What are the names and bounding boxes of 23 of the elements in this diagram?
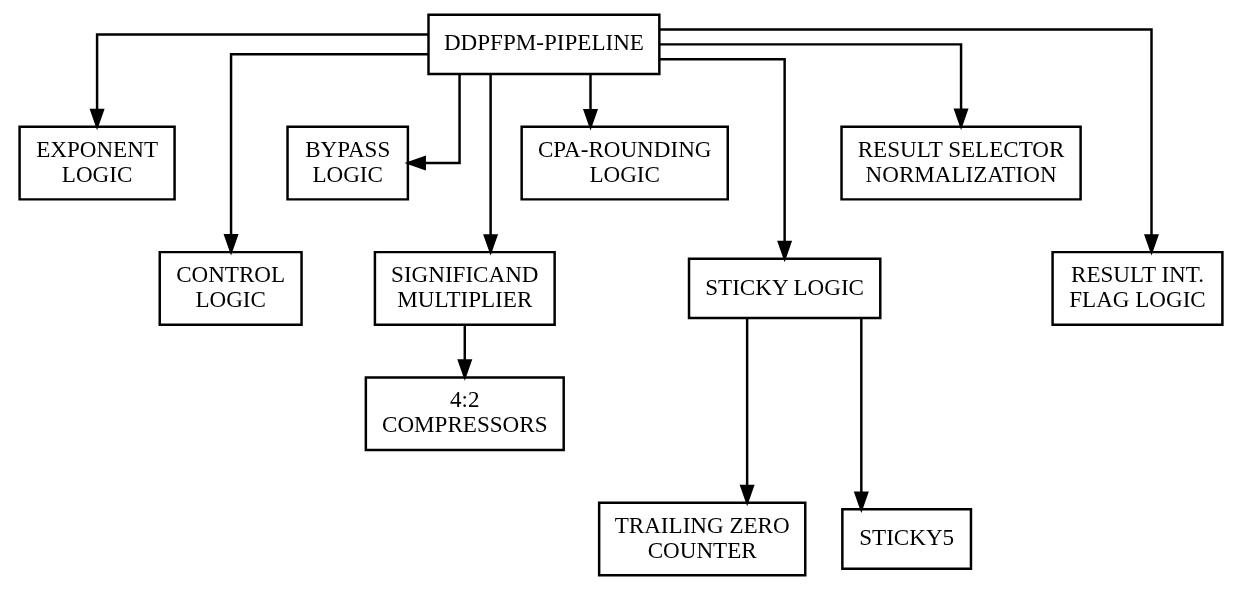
node-box: 4:2 COMPRESSORS (364, 376, 565, 452)
arrow (739, 318, 755, 507)
node-box: RESULT SELECTOR NORMALIZATION (839, 125, 1082, 201)
node-box: STICKY LOGIC (687, 257, 881, 320)
node-box: CONTROL LOGIC (158, 250, 303, 326)
arrow (853, 318, 869, 514)
arrow (223, 53, 428, 256)
node-box: RESULT INT. FLAG LOGIC (1050, 250, 1224, 326)
node-box: SIGNIFICAND MULTIPLIER (373, 250, 556, 326)
arrow (404, 74, 461, 171)
node-box: DDPFPM-PIPELINE (426, 13, 661, 76)
arrow (658, 58, 792, 263)
node-box: TRAILING ZERO COUNTER (597, 501, 806, 577)
arrow (659, 28, 1159, 256)
node-box: BYPASS LOGIC (285, 125, 409, 201)
arrow (89, 33, 428, 131)
node-box: STICKY5 (840, 508, 972, 570)
arrow (582, 74, 598, 131)
arrow (482, 74, 498, 256)
arrow (456, 325, 472, 381)
arrow (659, 43, 969, 130)
node-box: CPA-ROUNDING LOGIC (519, 125, 729, 201)
node-box: EXPONENT LOGIC (17, 125, 176, 201)
